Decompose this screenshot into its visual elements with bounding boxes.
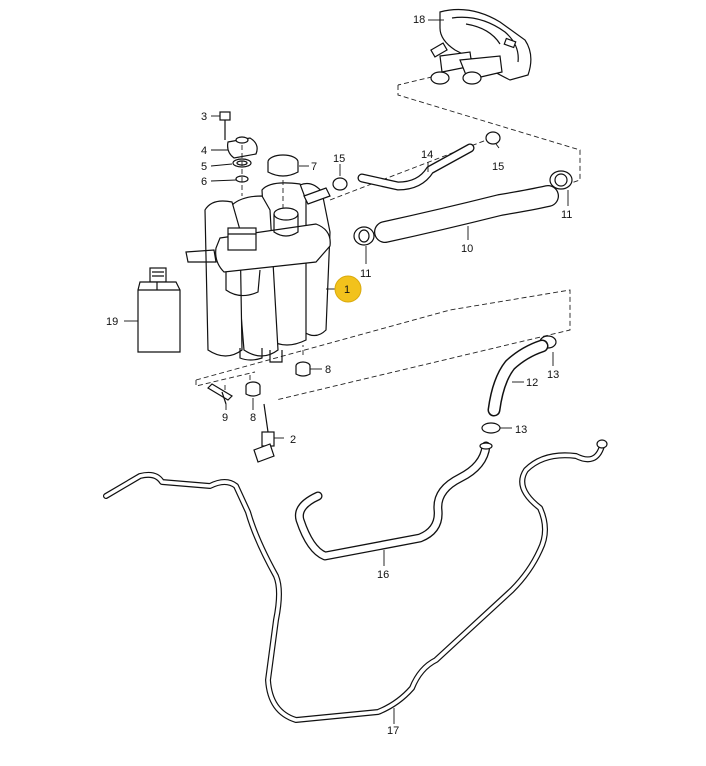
callout-label[interactable]: 8 xyxy=(250,412,256,424)
callout-label[interactable]: 15 xyxy=(333,153,345,165)
callout-label[interactable]: 11 xyxy=(561,209,572,221)
part-18-flange-housing xyxy=(430,8,532,85)
callout-label[interactable]: 7 xyxy=(311,161,317,173)
part-1-expansion-tank xyxy=(185,182,331,363)
callout-label[interactable]: 8 xyxy=(325,364,331,376)
part-19-bottle xyxy=(137,267,181,353)
callout-label[interactable]: 18 xyxy=(413,14,425,26)
callout-label[interactable]: 11 xyxy=(360,268,371,280)
callout-label[interactable]: 14 xyxy=(421,149,433,161)
callout-label[interactable]: 17 xyxy=(387,725,399,737)
callout-label[interactable]: 19 xyxy=(106,316,118,328)
parts-8-9-mounts xyxy=(207,361,311,405)
callout-label[interactable]: 4 xyxy=(201,145,207,157)
callout-label[interactable]: 16 xyxy=(377,569,389,581)
callout-labels: 1 2 3 4 5 6 7 8 8 9 10 11 11 12 13 13 14… xyxy=(106,14,572,737)
part-10-hose xyxy=(374,185,559,243)
callout-label[interactable]: 13 xyxy=(547,369,559,381)
callout-label[interactable]: 2 xyxy=(290,434,296,446)
callout-label[interactable]: 9 xyxy=(222,412,228,424)
callout-label[interactable]: 10 xyxy=(461,243,473,255)
part-2-sensor xyxy=(253,403,275,463)
leader-lines xyxy=(124,19,569,724)
callout-label[interactable]: 15 xyxy=(492,161,504,173)
callout-label[interactable]: 1 xyxy=(344,284,350,296)
part-14-hose xyxy=(357,143,475,191)
callout-label[interactable]: 13 xyxy=(515,424,527,436)
callout-1-highlight[interactable] xyxy=(334,275,362,303)
callout-label[interactable]: 5 xyxy=(201,161,207,173)
part-16-hose xyxy=(294,441,493,561)
parts-3-to-6-fasteners xyxy=(219,111,258,196)
part-7-cap xyxy=(267,154,299,208)
part-17-vent-line xyxy=(103,439,608,723)
part-12-elbow-hose xyxy=(487,339,549,417)
callout-label[interactable]: 12 xyxy=(526,377,538,389)
callout-label[interactable]: 3 xyxy=(201,111,207,123)
callout-label[interactable]: 6 xyxy=(201,176,207,188)
